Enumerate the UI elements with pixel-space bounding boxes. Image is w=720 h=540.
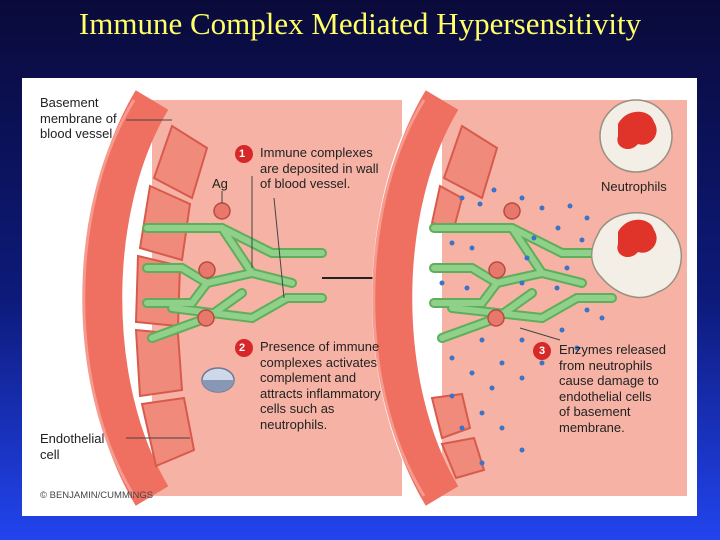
label-basement-membrane: Basement membrane of blood vessel [40,95,117,141]
neutrophil [599,99,673,173]
step-3-text: Enzymes released from neutrophils cause … [559,342,666,435]
endothelial-cell [442,124,499,200]
step-1-text: Immune complexes are deposited in wall o… [260,145,379,191]
step-badges [235,145,551,360]
label-endothelial-cell: Endothelial cell [40,431,105,462]
step-3-number: 3 [538,345,546,357]
right-panel [372,78,687,516]
label-neutrophils: Neutrophils [601,179,667,194]
diagram-figure: Basement membrane of blood vessel Ag 1 I… [22,78,697,516]
copyright-notice: © BENJAMIN/CUMMINGS [40,490,154,501]
endothelial-cell [140,396,196,468]
endothelial-cell [440,436,486,480]
enzyme-dots [439,187,605,466]
neutrophil [591,211,683,299]
slide-title: Immune Complex Mediated Hypersensitivity [78,6,642,41]
right-vessel-wall [374,90,459,506]
antigens-left [197,202,231,327]
diagram-canvas [22,78,687,516]
step-2-text: Presence of immune complexes activates c… [260,339,381,432]
left-vessel-wall [84,90,169,506]
step-2-number: 2 [238,342,246,354]
antigens-right [487,202,521,327]
endothelial-cell [152,124,209,200]
label-ag: Ag [212,176,228,191]
step-1-number: 1 [238,148,246,160]
left-panel [22,78,402,516]
